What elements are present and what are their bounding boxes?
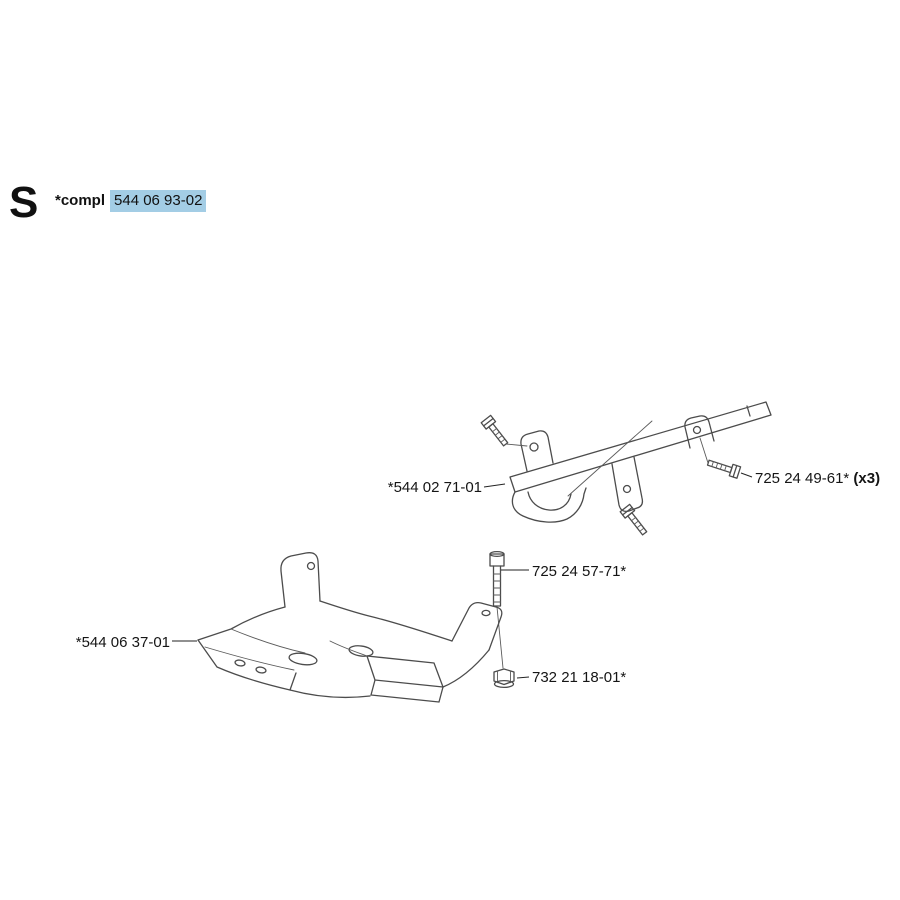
- bracket-strip-outline: [509, 401, 772, 493]
- right-arm-to-tray-edge: [442, 649, 490, 688]
- bottom-edge-center: [289, 689, 371, 698]
- bolt-head: [619, 503, 636, 519]
- left-flange-fold: [204, 646, 295, 671]
- label-bolt-right-qty: (x3): [853, 470, 881, 487]
- upper-bracket-drawing: [509, 401, 772, 523]
- label-lower-bracket: *544 06 37-01: [75, 634, 170, 651]
- left-tab-outline: [520, 430, 554, 472]
- bolt-threads: [492, 428, 506, 443]
- plate-crease: [329, 640, 368, 657]
- nut-facets: [497, 670, 511, 684]
- right-arm-hole: [481, 609, 491, 617]
- assembly-prefix-label: *compl: [55, 192, 106, 209]
- bolt-right-axis: [699, 437, 709, 464]
- right-arm-outline: [451, 602, 503, 651]
- flange-hole-2: [255, 666, 267, 674]
- leader-lines: [172, 472, 753, 679]
- bolt-bottom-center-drawing: [619, 503, 648, 536]
- lower-tab-hole: [622, 484, 632, 494]
- saddle-outer-edge: [511, 487, 587, 523]
- label-flange-nut: 732 21 18-01*: [532, 669, 627, 686]
- bolt-threads: [631, 517, 645, 532]
- bolt-head: [480, 414, 497, 430]
- flange-hole-1: [234, 659, 246, 667]
- top-edge-left: [197, 606, 286, 641]
- left-tab-hole: [529, 442, 539, 452]
- label-bolt-right: 725 24 49-61* (x3): [755, 470, 880, 488]
- bolt-head: [728, 463, 742, 479]
- bolt-right-drawing: [706, 459, 742, 479]
- bolt-vertical-axis: [496, 606, 504, 669]
- bracket-back-edge: [567, 420, 653, 497]
- bolt-shaft: [488, 423, 509, 447]
- nut-hex: [493, 668, 515, 686]
- leader-bolt-right: [740, 472, 753, 478]
- bolt-shaft: [492, 565, 502, 607]
- bolt-threads: [711, 461, 727, 472]
- nut-flange: [493, 679, 515, 689]
- flange-nut-drawing: [493, 668, 515, 689]
- label-bolt-middle: 725 24 57-71*: [532, 563, 627, 580]
- bolt-top-left-drawing: [480, 414, 509, 447]
- left-flange-outline: [197, 639, 297, 691]
- label-bolt-right-number: 725 24 49-61*: [755, 470, 850, 487]
- center-slot: [288, 652, 318, 666]
- right-tab-outline: [684, 415, 715, 449]
- tray-top-face: [366, 655, 444, 688]
- bolt-threads: [493, 573, 501, 603]
- label-upper-bracket: *544 02 71-01: [387, 479, 482, 496]
- bolt-shaft: [627, 512, 648, 536]
- assembly-header: *compl 544 06 93-02: [55, 190, 207, 212]
- bolt-head-facet: [622, 506, 633, 516]
- tray-front-face: [370, 679, 444, 703]
- bolt-vertical-drawing: [489, 550, 505, 669]
- lower-tab-outline: [611, 456, 644, 513]
- section-letter: S: [9, 178, 39, 227]
- top-edge-right: [319, 600, 453, 642]
- bolt-shaft: [706, 459, 733, 474]
- bolt-head-facet: [483, 417, 494, 427]
- leader-nut: [516, 676, 530, 679]
- saddle-inner-edge: [527, 491, 572, 511]
- bolt-head-top: [489, 550, 505, 558]
- plate-inner-edge: [230, 628, 306, 654]
- upper-arm-hole: [306, 561, 316, 571]
- bracket-end-notch: [746, 405, 751, 417]
- leader-upper-bracket: [483, 483, 506, 488]
- bolt-top-left-axis: [505, 443, 528, 447]
- lower-bracket-drawing: [197, 552, 503, 703]
- bolt-head-facet: [732, 464, 738, 478]
- bolt-head: [489, 553, 505, 567]
- right-tab-hole: [692, 425, 702, 435]
- assembly-number-highlight[interactable]: 544 06 93-02: [110, 190, 207, 212]
- upper-arm-outline: [280, 552, 321, 608]
